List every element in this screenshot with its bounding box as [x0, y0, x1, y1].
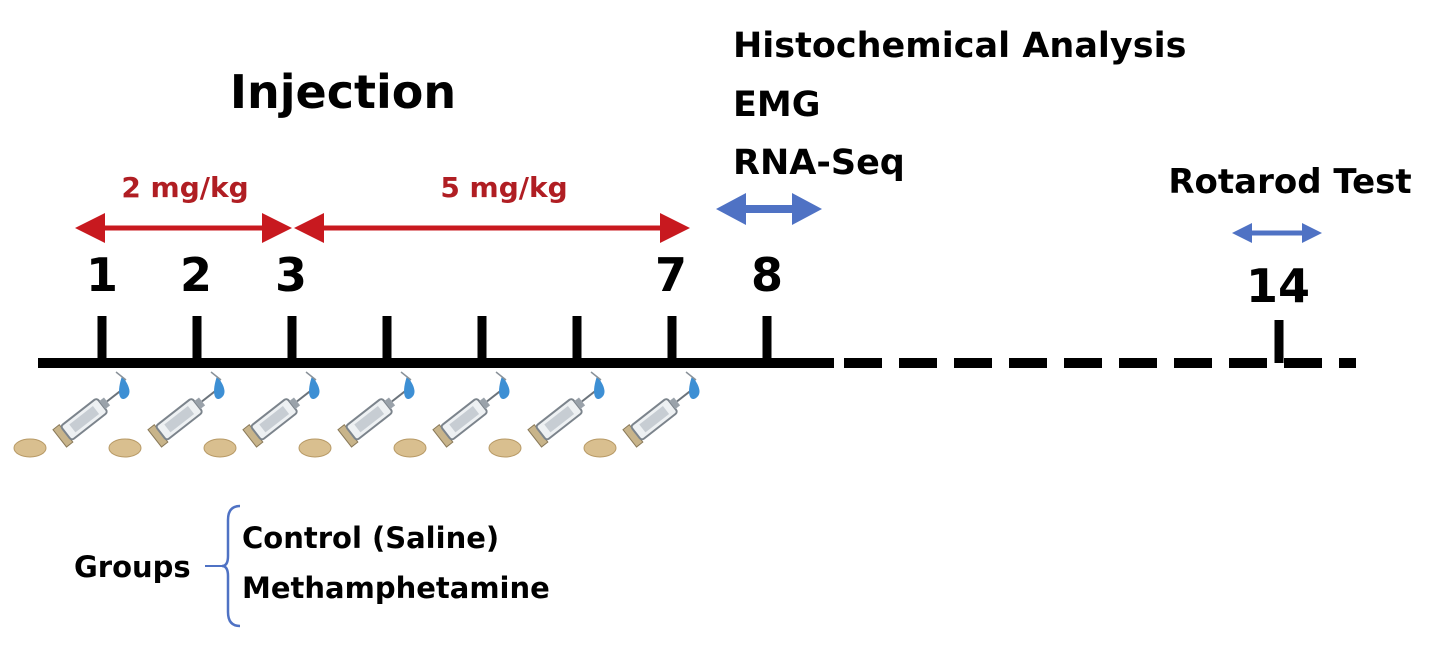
title-injection: Injection	[230, 65, 456, 119]
measurement-arrow-day8-icon	[716, 193, 822, 225]
groups-brace	[221, 504, 241, 628]
rotarod-test-label: Rotarod Test	[1168, 162, 1411, 202]
groups-label: Groups	[74, 550, 191, 584]
dose-arrow-2mgkg-icon	[75, 213, 292, 243]
group-methamphetamine: Methamphetamine	[242, 571, 550, 605]
measurement-rnaseq: RNA-Seq	[733, 143, 905, 183]
dose-arrow-5mgkg-icon	[294, 213, 690, 243]
day-label-8: 8	[751, 248, 783, 302]
timeline-ticks	[97, 316, 1284, 363]
day-label-3: 3	[275, 248, 307, 302]
measurement-emg: EMG	[733, 85, 820, 125]
dose-label-2mgkg: 2 mg/kg	[121, 171, 248, 204]
group-control: Control (Saline)	[242, 521, 499, 555]
measurement-histochemical: Histochemical Analysis	[733, 26, 1186, 66]
dose-label-5mgkg: 5 mg/kg	[440, 171, 567, 204]
day-label-14: 14	[1246, 259, 1310, 313]
day-label-2: 2	[180, 248, 212, 302]
rotarod-arrow-day14-icon	[1232, 223, 1322, 243]
day-label-7: 7	[655, 248, 687, 302]
day-label-1: 1	[86, 248, 118, 302]
